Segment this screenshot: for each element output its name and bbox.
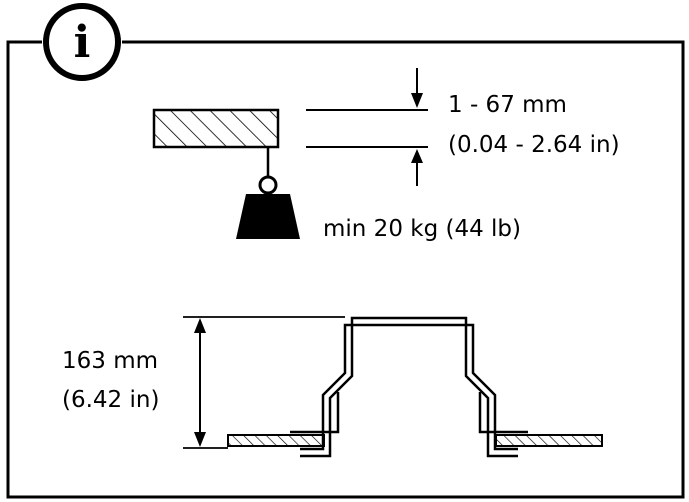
height-arrow-bottom	[194, 432, 206, 447]
height-arrow-top	[194, 318, 206, 333]
info-icon: i	[43, 3, 121, 81]
housing-outer	[300, 316, 518, 458]
load-label: min 20 kg (44 lb)	[323, 216, 521, 242]
clamp-left	[290, 392, 340, 434]
dimension-arrow-top	[411, 68, 423, 108]
info-icon-glyph: i	[74, 17, 91, 68]
clamp-right	[478, 392, 528, 434]
height-inch-label: (6.42 in)	[62, 387, 159, 413]
ceiling-panel	[152, 108, 280, 149]
housing-inner	[300, 323, 518, 451]
ceiling-detail: 1 - 67 mm (0.04 - 2.64 in) min 20 kg (44…	[152, 68, 620, 242]
ceiling-section-right	[495, 434, 603, 447]
thickness-range-label: 1 - 67 mm	[448, 92, 567, 118]
thickness-range-inch-label: (0.04 - 2.64 in)	[448, 132, 620, 158]
dimension-arrow-bottom	[411, 149, 423, 186]
mount-profile: 163 mm (6.42 in)	[62, 316, 603, 458]
weight-hook	[258, 175, 278, 195]
weight-icon	[236, 194, 300, 239]
height-mm-label: 163 mm	[62, 348, 158, 374]
diagram-frame	[6, 40, 685, 499]
ceiling-section-left	[227, 434, 325, 447]
